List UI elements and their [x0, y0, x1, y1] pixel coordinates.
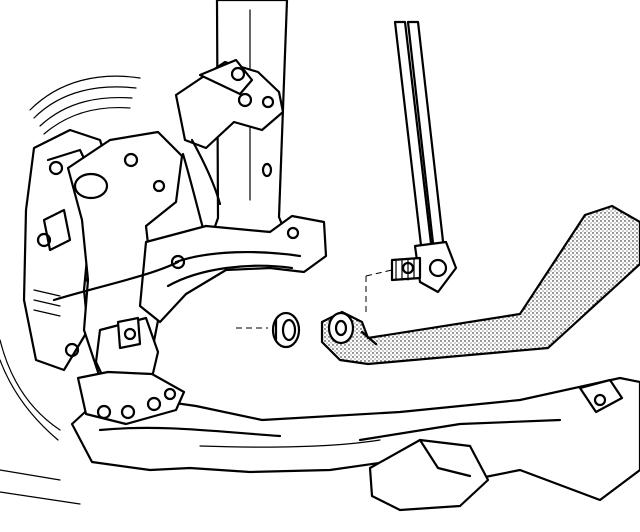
- stabilizer-bar: [320, 204, 640, 366]
- strut-assembly: [174, 0, 289, 234]
- subframe: [0, 370, 640, 512]
- stabilizer-link: [390, 20, 458, 294]
- bushing: [271, 311, 301, 349]
- lower-control-arm: [52, 214, 328, 324]
- callout-lines: [236, 269, 393, 329]
